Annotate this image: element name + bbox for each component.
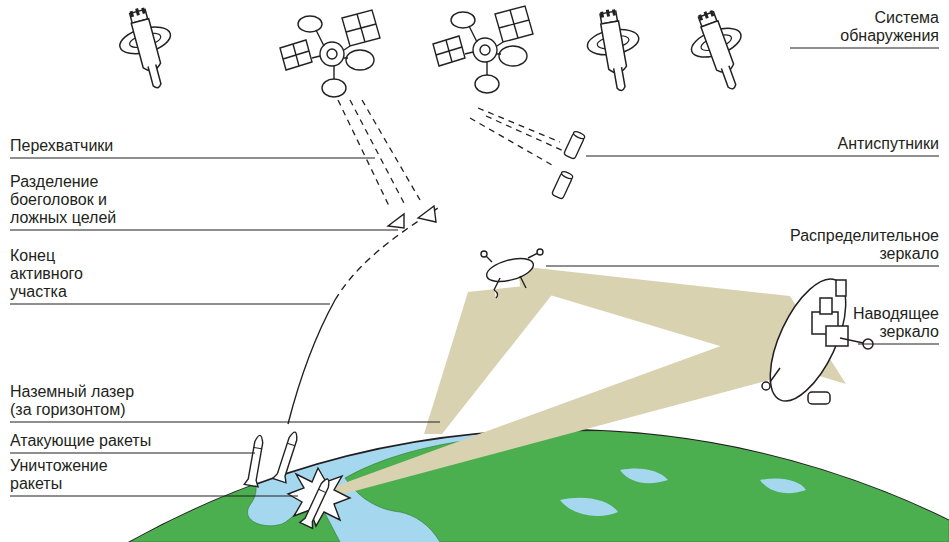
distribution-mirror xyxy=(481,249,543,298)
guidance-mirror-part xyxy=(820,298,832,314)
leader-lines-part xyxy=(10,303,330,304)
interceptor-beams-part xyxy=(362,100,420,200)
trajectory xyxy=(288,206,438,424)
callout-label: Уничтожение ракеты xyxy=(10,457,122,493)
trajectory-part xyxy=(418,206,436,222)
leader-lines-part xyxy=(546,265,939,266)
earth-part-part xyxy=(345,431,949,542)
interceptor-beams-part xyxy=(350,100,405,205)
guidance-mirror-part xyxy=(826,326,848,346)
distribution-mirror-part xyxy=(481,251,487,257)
earth-part-part xyxy=(560,498,618,516)
earth-part xyxy=(120,431,949,542)
anti-satellites-part xyxy=(551,170,573,199)
missiles xyxy=(244,430,302,487)
trajectory-part xyxy=(288,300,335,424)
callout-label: Перехватчики xyxy=(10,137,210,155)
callout-label: Распределительное зеркало xyxy=(774,227,939,263)
satellites-part xyxy=(433,6,533,93)
trajectory-part xyxy=(335,208,438,300)
interceptor-beams-part xyxy=(478,108,560,142)
leader-lines xyxy=(10,48,939,496)
guidance-mirror-part xyxy=(808,392,830,404)
leader-lines-part xyxy=(586,155,939,156)
leader-lines-part xyxy=(790,47,939,48)
callout-label: Наземный лазер (за горизонтом) xyxy=(10,383,138,419)
missiles-part xyxy=(244,434,267,487)
distribution-mirror-part xyxy=(537,249,543,255)
leader-lines-part xyxy=(10,452,255,453)
callout-label: Атакующие ракеты xyxy=(10,432,210,450)
leader-lines-part xyxy=(10,421,440,422)
anti-satellites-part-part xyxy=(561,170,574,180)
leader-lines-part xyxy=(10,495,298,496)
callout-label: Система обнаружения xyxy=(819,9,939,45)
interceptor-beams xyxy=(338,100,566,208)
distribution-mirror-part xyxy=(494,290,498,298)
missile-explosion xyxy=(288,468,350,528)
interceptor-beams-part xyxy=(486,116,566,152)
guidance-mirror-part xyxy=(762,382,770,390)
interceptor-beams-part xyxy=(470,118,552,165)
callout-label: Наводящее зеркало xyxy=(847,305,939,341)
satellites-part xyxy=(111,2,182,95)
anti-satellites-part xyxy=(563,130,585,159)
interceptor-beams-part xyxy=(338,100,390,208)
guidance-mirror-part xyxy=(755,268,862,411)
satellites-part xyxy=(681,3,758,98)
trajectory-part xyxy=(388,214,404,228)
laser-beams-part xyxy=(328,318,822,496)
distribution-mirror-part xyxy=(484,252,540,290)
earth-part-part xyxy=(760,478,806,493)
laser-beams-part xyxy=(424,282,562,434)
guidance-mirror xyxy=(755,268,873,411)
leader-lines-part xyxy=(858,343,939,344)
leader-lines-part xyxy=(10,157,375,158)
anti-satellites xyxy=(551,130,585,199)
missile-explosion-part xyxy=(300,476,334,528)
earth-part-part xyxy=(180,448,236,461)
laser-beams xyxy=(328,266,846,496)
callout-label: Антиспутники xyxy=(739,135,939,153)
callout-label: Конец активного участка xyxy=(10,247,96,301)
satellites-part xyxy=(582,5,647,95)
satellites-part xyxy=(280,10,380,97)
missile-explosion-part-part xyxy=(300,476,334,528)
anti-satellites-part-part xyxy=(573,130,586,140)
earth-part-part xyxy=(620,468,668,483)
leader-lines-part xyxy=(10,229,398,230)
satellites xyxy=(111,2,757,98)
distribution-mirror-part xyxy=(484,254,536,286)
guidance-mirror-part xyxy=(836,280,846,296)
callout-label: Разделение боеголовок и ложных целей xyxy=(10,173,138,227)
